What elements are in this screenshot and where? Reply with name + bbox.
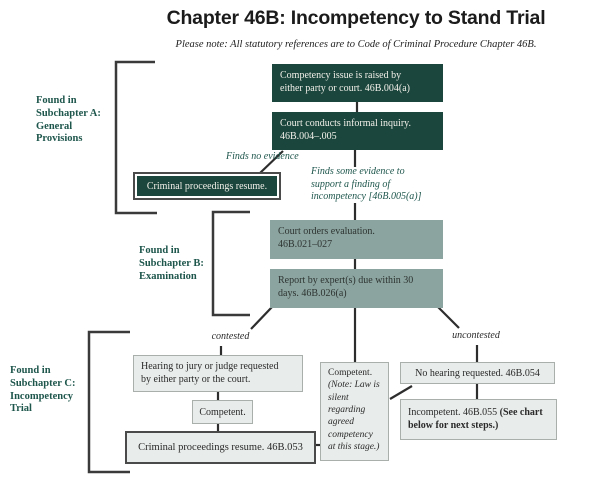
competent-note-main: Competent.: [328, 368, 373, 378]
finds-some-evidence-label: Finds some evidence to support a finding…: [311, 166, 422, 202]
finds-no-evidence-label: Finds no evidence: [226, 151, 299, 162]
subchapter-a-label: Found in Subchapter A: General Provision…: [36, 95, 101, 145]
box-report-by-experts: Report by expert(s) due within 30 days. …: [270, 269, 443, 308]
subchapter-b-label: Found in Subchapter B: Examination: [139, 245, 204, 282]
connector-report-to-uncontested-diagonal: [437, 306, 460, 329]
box-competent-note: Competent. (Note: Law is silent regardin…: [320, 362, 389, 461]
page-title: Chapter 46B: Incompetency to Stand Trial: [166, 7, 546, 29]
connector-report-to-contested-diagonal: [250, 306, 273, 330]
box-court-orders-evaluation: Court orders evaluation. 46B.021–027: [270, 220, 443, 259]
uncontested-label: uncontested: [452, 330, 500, 341]
competent-note-italic: (Note: Law is silent regarding agreed co…: [328, 380, 380, 453]
box-competent: Competent.: [192, 400, 253, 424]
box-informal-inquiry: Court conducts informal inquiry. 46B.004…: [272, 112, 443, 150]
box-incompetent: Incompetent. 46B.055 (See chart below fo…: [400, 399, 557, 440]
box-criminal-proceedings-resume-46b053: Criminal proceedings resume. 46B.053: [125, 431, 316, 464]
incompetent-main: Incompetent. 46B.055: [408, 407, 500, 418]
connector-nohearing-to-note-diagonal: [389, 385, 413, 400]
box-criminal-proceedings-resume: Criminal proceedings resume.: [133, 172, 281, 200]
box-competency-raised: Competency issue is raised by either par…: [272, 64, 443, 102]
page-subtitle: Please note: All statutory references ar…: [175, 39, 537, 50]
subchapter-c-label: Found in Subchapter C: Incompetency Tria…: [10, 365, 76, 415]
contested-label: contested: [211, 331, 250, 342]
box-no-hearing-requested: No hearing requested. 46B.054: [400, 362, 555, 384]
box-hearing-requested: Hearing to jury or judge requested by ei…: [133, 355, 303, 392]
incompetent-next-steps: (See chart below for next steps.): [408, 407, 543, 431]
